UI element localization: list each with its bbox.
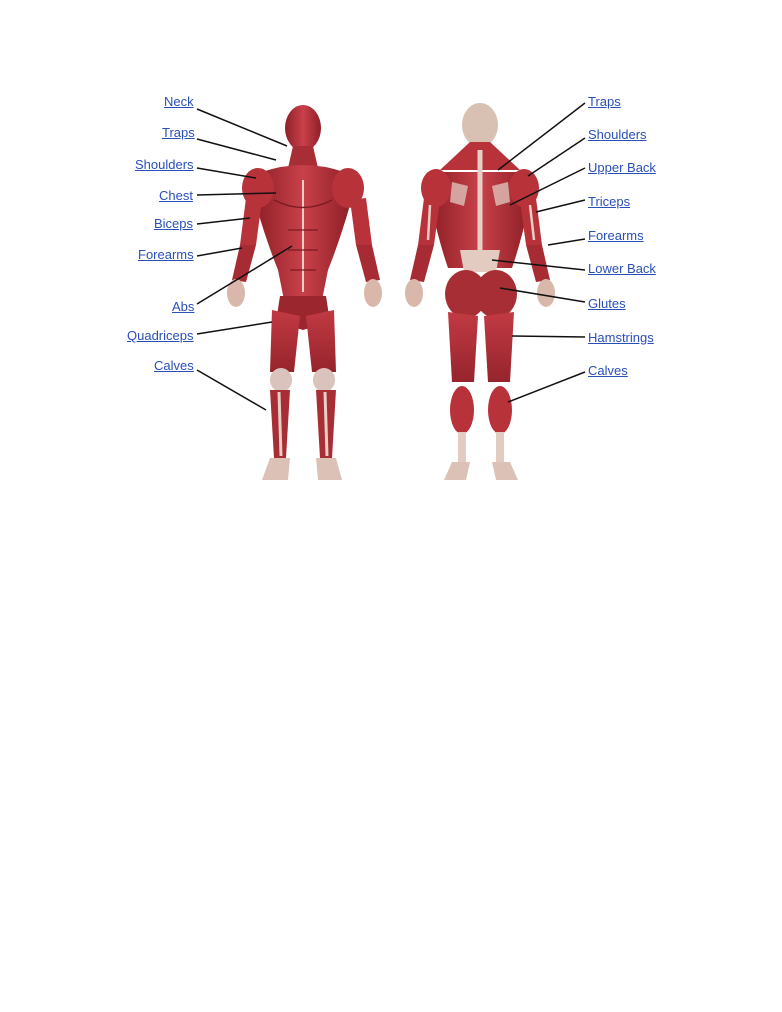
label-chest[interactable]: Chest [159,188,193,203]
leader-line-triceps [535,199,586,213]
back-body-figure [405,103,555,480]
leader-line-calves-back [507,371,586,403]
label-forearms-back[interactable]: Forearms [588,228,644,243]
leader-line-shoulders-back [527,137,586,177]
leader-line-traps-back [497,102,586,171]
label-biceps[interactable]: Biceps [154,216,194,231]
label-triceps[interactable]: Triceps [588,194,631,209]
label-lower-back[interactable]: Lower Back [588,261,656,276]
label-neck[interactable]: Neck [164,94,194,109]
label-traps-back[interactable]: Traps [588,94,621,109]
label-shoulders-back[interactable]: Shoulders [588,127,647,142]
leader-line-glutes [499,287,586,303]
label-quadriceps[interactable]: Quadriceps [127,328,194,343]
label-calves-back[interactable]: Calves [588,363,628,378]
label-forearms-front[interactable]: Forearms [138,247,194,262]
front-body-figure [227,105,382,480]
leader-line-abs [196,245,293,305]
muscle-anatomy-illustration [196,102,586,480]
label-glutes[interactable]: Glutes [588,296,626,311]
leader-line-shoulders-front [196,167,257,179]
label-shoulders-front[interactable]: Shoulders [135,157,194,172]
leader-line-traps-front [196,138,277,161]
leader-line-lower-back [491,259,586,271]
leader-line-biceps [196,217,251,225]
leader-line-forearms-back [547,238,586,246]
leader-line-neck [196,108,288,147]
label-traps-front[interactable]: Traps [162,125,195,140]
label-upper-back[interactable]: Upper Back [588,160,656,175]
leader-line-quadriceps [196,321,273,335]
leader-line-upper-back [509,167,586,206]
leader-line-forearms-front [196,247,243,257]
label-calves-front[interactable]: Calves [154,358,194,373]
leader-line-chest [196,192,277,196]
label-hamstrings[interactable]: Hamstrings [588,330,654,345]
leader-line-hamstrings [511,335,586,338]
label-abs[interactable]: Abs [172,299,195,314]
leader-line-calves-front [196,369,267,411]
